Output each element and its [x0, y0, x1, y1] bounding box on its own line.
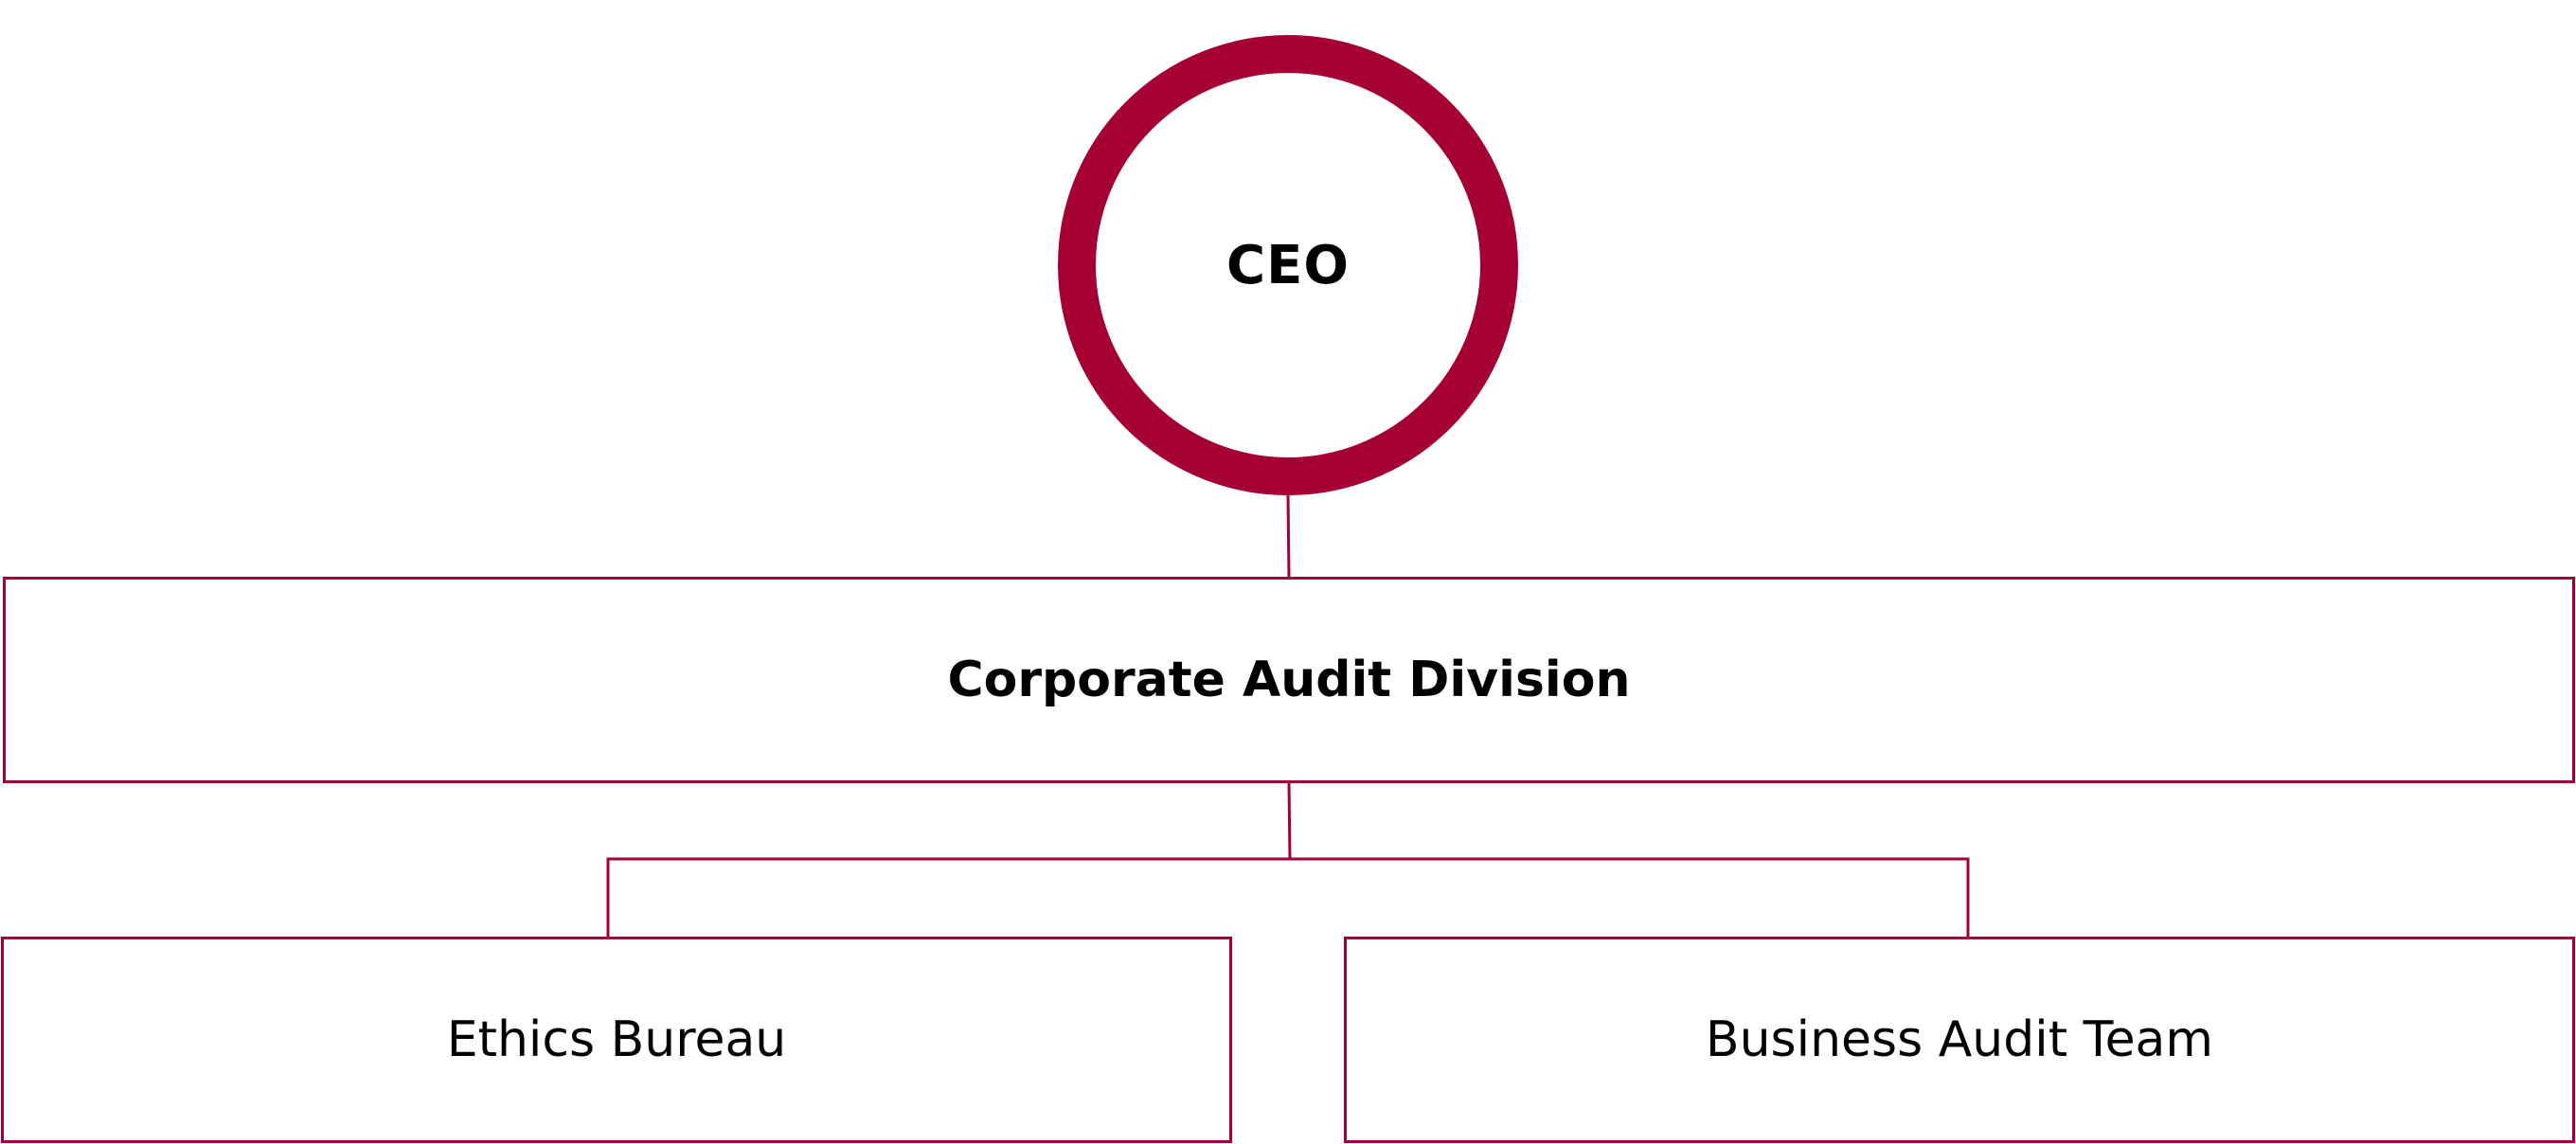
ceo-node: CEO — [1058, 35, 1518, 495]
ethics-bureau-label: Ethics Bureau — [446, 1011, 787, 1068]
business-audit-team-label: Business Audit Team — [1705, 1011, 2214, 1068]
business-audit-team-box: Business Audit Team — [1344, 937, 2575, 1143]
division-to-teams-connector — [1287, 782, 1292, 860]
ceo-label: CEO — [1226, 234, 1350, 296]
team-branch-connector — [606, 857, 1970, 937]
division-label: Corporate Audit Division — [947, 652, 1631, 708]
corporate-audit-division-box: Corporate Audit Division — [3, 577, 2575, 783]
ethics-bureau-box: Ethics Bureau — [1, 937, 1232, 1143]
ceo-to-division-connector — [1286, 494, 1291, 578]
